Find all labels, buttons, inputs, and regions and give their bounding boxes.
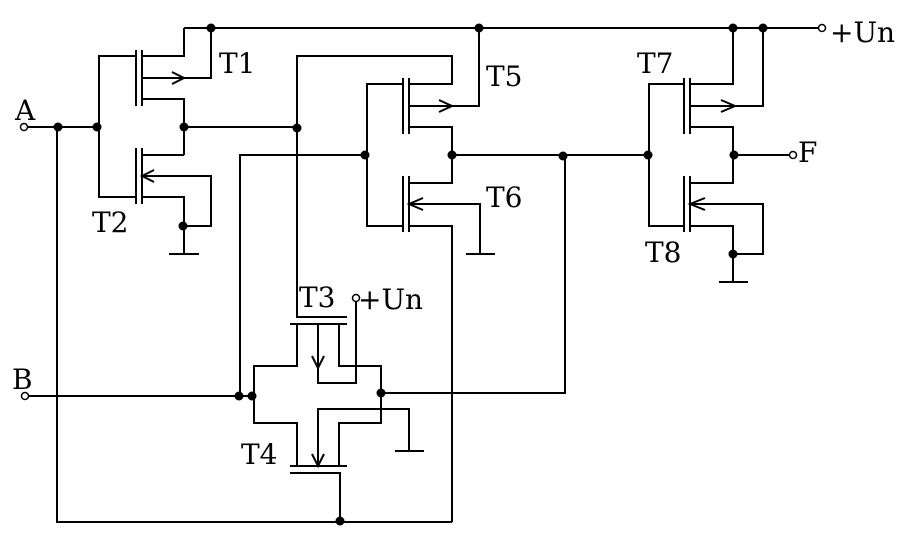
- output-f-terminal: [788, 150, 798, 160]
- label-t4: T4: [241, 438, 278, 471]
- label-t6: T6: [486, 181, 523, 214]
- transistor-t5: [296, 28, 480, 290]
- transistor-t2: [135, 148, 212, 255]
- label-t2: T2: [92, 206, 129, 239]
- transistor-t8: [683, 155, 764, 283]
- transistor-t7: [683, 28, 764, 155]
- input-a-terminal: [19, 122, 29, 132]
- label-t3: T3: [299, 281, 336, 314]
- label-input-b: B: [12, 363, 33, 396]
- label-supply-t3: +Un: [358, 283, 423, 316]
- supply-rail: [184, 23, 827, 33]
- label-t1: T1: [219, 47, 256, 80]
- label-input-a: A: [14, 94, 36, 127]
- label-t8: T8: [645, 236, 682, 269]
- input-b-terminal: [20, 391, 30, 401]
- label-output-f: F: [798, 136, 817, 169]
- transistor-t4: [253, 393, 424, 522]
- supply-terminal: [817, 23, 827, 33]
- transistor-t3: [253, 290, 382, 396]
- label-t5: T5: [486, 60, 523, 93]
- transistor-t6: [402, 155, 495, 522]
- transistor-t1: [135, 28, 212, 155]
- label-supply: +Un: [830, 16, 895, 49]
- label-t7: T7: [637, 47, 674, 80]
- t3-supply-terminal: [351, 293, 361, 303]
